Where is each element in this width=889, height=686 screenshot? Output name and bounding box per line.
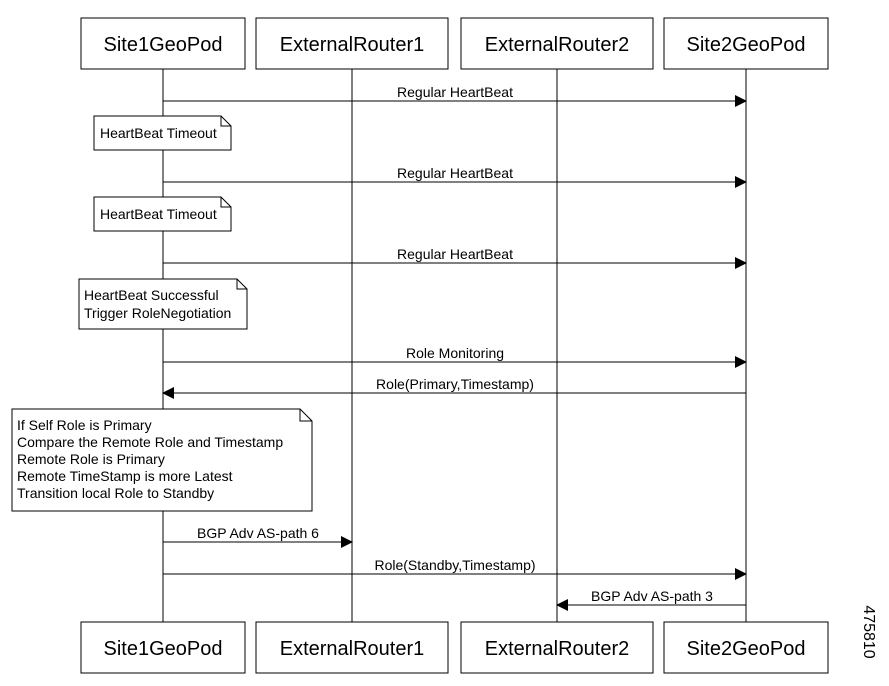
note-line: HeartBeat Timeout <box>100 125 217 141</box>
participant-top-site1: Site1GeoPod <box>80 17 246 70</box>
participant-label: ExternalRouter1 <box>280 638 425 660</box>
note-line: Compare the Remote Role and Timestamp <box>17 434 283 450</box>
note-line: If Self Role is Primary <box>17 417 152 433</box>
message-bgp-as-path-6: BGP Adv AS-path 6 <box>163 525 353 548</box>
message-label: BGP Adv AS-path 6 <box>197 525 319 541</box>
note-line: Transition local Role to Standby <box>17 485 214 501</box>
participant-bottom-ext1: ExternalRouter1 <box>255 621 449 674</box>
message-role-primary: Role(Primary,Timestamp) <box>162 376 746 399</box>
participant-top-ext2: ExternalRouter2 <box>460 17 654 70</box>
message-label: Regular HeartBeat <box>397 84 513 100</box>
participant-label: ExternalRouter1 <box>280 34 425 56</box>
note-line: Remote Role is Primary <box>17 451 165 467</box>
note-heartbeat-timeout-1: HeartBeat Timeout <box>93 115 232 151</box>
message-heartbeat-1: Regular HeartBeat <box>163 84 747 107</box>
message-label: Role(Primary,Timestamp) <box>376 376 534 392</box>
message-heartbeat-2: Regular HeartBeat <box>163 165 747 188</box>
message-bgp-as-path-3: BGP Adv AS-path 3 <box>556 588 746 611</box>
message-label: Role(Standby,Timestamp) <box>374 557 535 573</box>
participant-label: ExternalRouter2 <box>485 638 630 660</box>
message-label: BGP Adv AS-path 3 <box>591 588 713 604</box>
message-role-monitoring: Role Monitoring <box>163 345 747 368</box>
message-heartbeat-3: Regular HeartBeat <box>163 246 747 269</box>
participant-label: Site1GeoPod <box>104 638 223 660</box>
participant-top-ext1: ExternalRouter1 <box>255 17 449 70</box>
participant-bottom-ext2: ExternalRouter2 <box>460 621 654 674</box>
message-role-standby: Role(Standby,Timestamp) <box>163 557 747 580</box>
note-heartbeat-successful: HeartBeat Successful Trigger RoleNegotia… <box>78 278 248 330</box>
message-label: Regular HeartBeat <box>397 165 513 181</box>
message-label: Role Monitoring <box>406 345 504 361</box>
participant-label: Site2GeoPod <box>687 34 806 56</box>
note-heartbeat-timeout-2: HeartBeat Timeout <box>93 196 232 232</box>
figure-id: 475810 <box>860 605 877 658</box>
participant-bottom-site1: Site1GeoPod <box>80 621 246 674</box>
message-label: Regular HeartBeat <box>397 246 513 262</box>
participant-bottom-site2: Site2GeoPod <box>663 621 829 674</box>
participant-label: Site2GeoPod <box>687 638 806 660</box>
note-line: Remote TimeStamp is more Latest <box>17 468 233 484</box>
participant-top-site2: Site2GeoPod <box>663 17 829 70</box>
participant-label: Site1GeoPod <box>104 34 223 56</box>
participant-label: ExternalRouter2 <box>485 34 630 56</box>
note-line: HeartBeat Timeout <box>100 206 217 222</box>
note-line: HeartBeat Successful <box>84 287 219 303</box>
note-line: Trigger RoleNegotiation <box>84 305 231 321</box>
note-role-transition: If Self Role is Primary Compare the Remo… <box>11 408 313 512</box>
